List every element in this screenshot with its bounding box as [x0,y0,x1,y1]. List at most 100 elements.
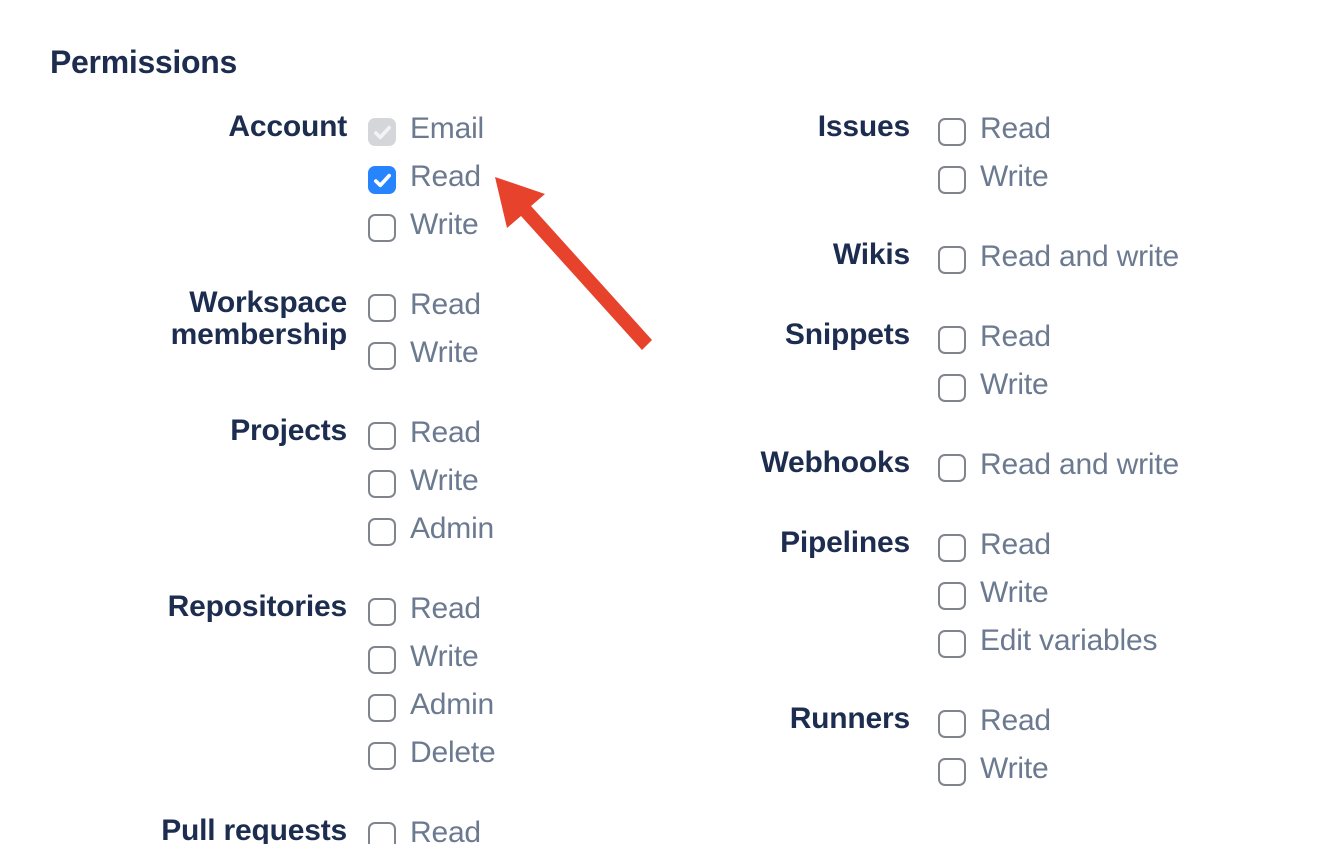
permission-group-items: Read and write [938,240,1179,291]
permission-row-workspace-membership-write[interactable]: Write [368,336,481,373]
permission-group-label-workspace-membership: Workspace membership [170,286,348,351]
checkbox-label-account-email[interactable]: Email [410,112,485,145]
checkbox-label-pipelines-write[interactable]: Write [980,576,1049,609]
permission-group-label-webhooks: Webhooks [760,446,910,479]
permission-row-snippets-read[interactable]: Read [938,320,1051,357]
checkbox-issues-write[interactable] [938,166,966,194]
checkbox-account-write[interactable] [368,214,396,242]
permissions-column-right: Issues Read Write Wikis Read and write [700,111,1179,835]
checkbox-runners-read[interactable] [938,710,966,738]
checkbox-pull-requests-read[interactable] [368,822,396,844]
checkbox-label-runners-read[interactable]: Read [980,704,1051,737]
permission-group-label-runners: Runners [789,702,910,735]
checkbox-snippets-read[interactable] [938,326,966,354]
permission-group-items: Email Read Write [368,112,485,259]
checkbox-label-repositories-delete[interactable]: Delete [410,736,496,769]
permission-row-issues-read[interactable]: Read [938,112,1051,149]
checkbox-repositories-read[interactable] [368,598,396,626]
checkbox-snippets-write[interactable] [938,374,966,402]
checkbox-label-projects-write[interactable]: Write [410,464,479,497]
checkbox-repositories-delete[interactable] [368,742,396,770]
checkbox-label-repositories-write[interactable]: Write [410,640,479,673]
permission-group-items: Read Write Admin [368,416,495,563]
checkbox-projects-write[interactable] [368,470,396,498]
permission-row-projects-admin[interactable]: Admin [368,512,495,549]
permissions-column-left: Account Email Read Write Workspace membe… [52,111,496,844]
permission-group-label-snippets: Snippets [784,318,910,351]
permission-row-pipelines-read[interactable]: Read [938,528,1157,565]
permission-row-snippets-write[interactable]: Write [938,368,1051,405]
permission-row-runners-read[interactable]: Read [938,704,1051,741]
checkbox-pipelines-read[interactable] [938,534,966,562]
checkbox-runners-write[interactable] [938,758,966,786]
permission-group-repositories: Repositories Read Write Admin [52,591,496,787]
permission-row-workspace-membership-read[interactable]: Read [368,288,481,325]
permission-row-account-write[interactable]: Write [368,208,484,245]
checkbox-label-workspace-membership-write[interactable]: Write [410,336,479,369]
checkbox-pipelines-write[interactable] [938,582,966,610]
permission-group-projects: Projects Read Write Admin [52,415,496,563]
checkbox-label-account-read[interactable]: Read [410,160,481,193]
checkbox-repositories-admin[interactable] [368,694,396,722]
permission-group-items: Read Write [938,112,1051,211]
checkbox-label-wikis-read-and-write[interactable]: Read and write [980,240,1179,273]
check-icon [373,125,391,139]
permission-group-account: Account Email Read Write [52,111,496,259]
checkbox-label-runners-write[interactable]: Write [980,752,1049,785]
checkbox-label-issues-write[interactable]: Write [980,160,1049,193]
permission-row-account-email[interactable]: Email [368,112,485,149]
checkbox-label-webhooks-read-and-write[interactable]: Read and write [980,448,1179,481]
permission-group-pull-requests: Pull requests Read Write [52,815,496,844]
permission-group-items: Read Write Edit variables [938,528,1158,675]
permission-row-webhooks-read-and-write[interactable]: Read and write [938,448,1179,485]
checkbox-wikis-read-and-write[interactable] [938,246,966,274]
permission-group-label-issues: Issues [817,110,910,143]
permission-group-webhooks: Webhooks Read and write [700,447,1179,499]
permission-group-items: Read Write [938,704,1051,803]
permission-group-label-repositories: Repositories [167,590,348,623]
checkbox-label-projects-admin[interactable]: Admin [410,512,495,545]
permission-row-repositories-write[interactable]: Write [368,640,496,677]
permission-row-pipelines-edit-variables[interactable]: Edit variables [938,624,1158,661]
checkbox-repositories-write[interactable] [368,646,396,674]
checkbox-label-issues-read[interactable]: Read [980,112,1051,145]
checkbox-label-snippets-read[interactable]: Read [980,320,1051,353]
checkbox-label-pipelines-edit-variables[interactable]: Edit variables [980,624,1158,657]
checkbox-label-repositories-read[interactable]: Read [410,592,481,625]
checkbox-pipelines-edit-variables[interactable] [938,630,966,658]
permission-row-runners-write[interactable]: Write [938,752,1051,789]
permission-row-projects-write[interactable]: Write [368,464,494,501]
permission-group-label-wikis: Wikis [832,238,910,271]
checkbox-webhooks-read-and-write[interactable] [938,454,966,482]
checkbox-account-email[interactable] [368,118,396,146]
permission-group-items: Read Write Admin Delete [368,592,496,787]
checkbox-label-snippets-write[interactable]: Write [980,368,1049,401]
checkbox-account-read[interactable] [368,166,396,194]
permission-group-items: Read and write [938,448,1179,499]
checkbox-label-workspace-membership-read[interactable]: Read [410,288,481,321]
checkbox-label-pipelines-read[interactable]: Read [980,528,1051,561]
permission-group-snippets: Snippets Read Write [700,319,1179,419]
permission-row-repositories-admin[interactable]: Admin [368,688,496,725]
checkbox-projects-admin[interactable] [368,518,396,546]
permission-row-issues-write[interactable]: Write [938,160,1051,197]
permission-row-projects-read[interactable]: Read [368,416,494,453]
checkbox-label-repositories-admin[interactable]: Admin [410,688,495,721]
checkbox-workspace-membership-write[interactable] [368,342,396,370]
checkbox-issues-read[interactable] [938,118,966,146]
permission-group-wikis: Wikis Read and write [700,239,1179,291]
permission-row-pipelines-write[interactable]: Write [938,576,1157,613]
checkbox-label-projects-read[interactable]: Read [410,416,481,449]
checkbox-workspace-membership-read[interactable] [368,294,396,322]
permission-group-runners: Runners Read Write [700,703,1179,803]
checkbox-label-pull-requests-read[interactable]: Read [410,816,481,844]
permission-row-wikis-read-and-write[interactable]: Read and write [938,240,1179,277]
permission-row-pull-requests-read[interactable]: Read [368,816,481,844]
permission-row-account-read[interactable]: Read [368,160,484,197]
permission-group-label-pull-requests: Pull requests [161,814,347,844]
permission-row-repositories-read[interactable]: Read [368,592,496,629]
checkbox-label-account-write[interactable]: Write [410,208,479,241]
permission-row-repositories-delete[interactable]: Delete [368,736,496,773]
checkbox-projects-read[interactable] [368,422,396,450]
